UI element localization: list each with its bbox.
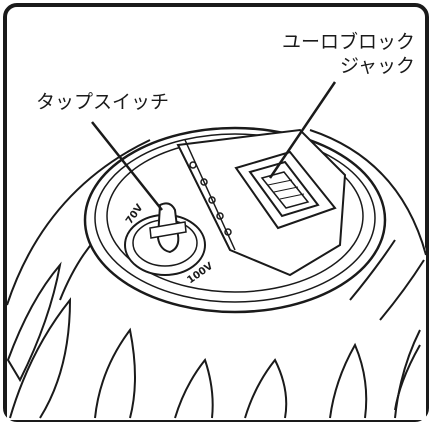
middle-ring [94,133,376,303]
euroblock-jack [234,150,337,230]
body-outline-right [309,129,427,256]
body-outline-left [6,139,151,306]
grille-fins [6,224,425,419]
label-tap-switch: タップスイッチ [36,91,170,114]
label-euroblock-jack-line2: ジャック [339,55,415,78]
tap-switch [124,202,206,276]
leader-tap-switch [91,121,163,211]
leader-euroblock [268,81,337,179]
label-euroblock-jack-line1: ユーロブロック [281,31,415,54]
